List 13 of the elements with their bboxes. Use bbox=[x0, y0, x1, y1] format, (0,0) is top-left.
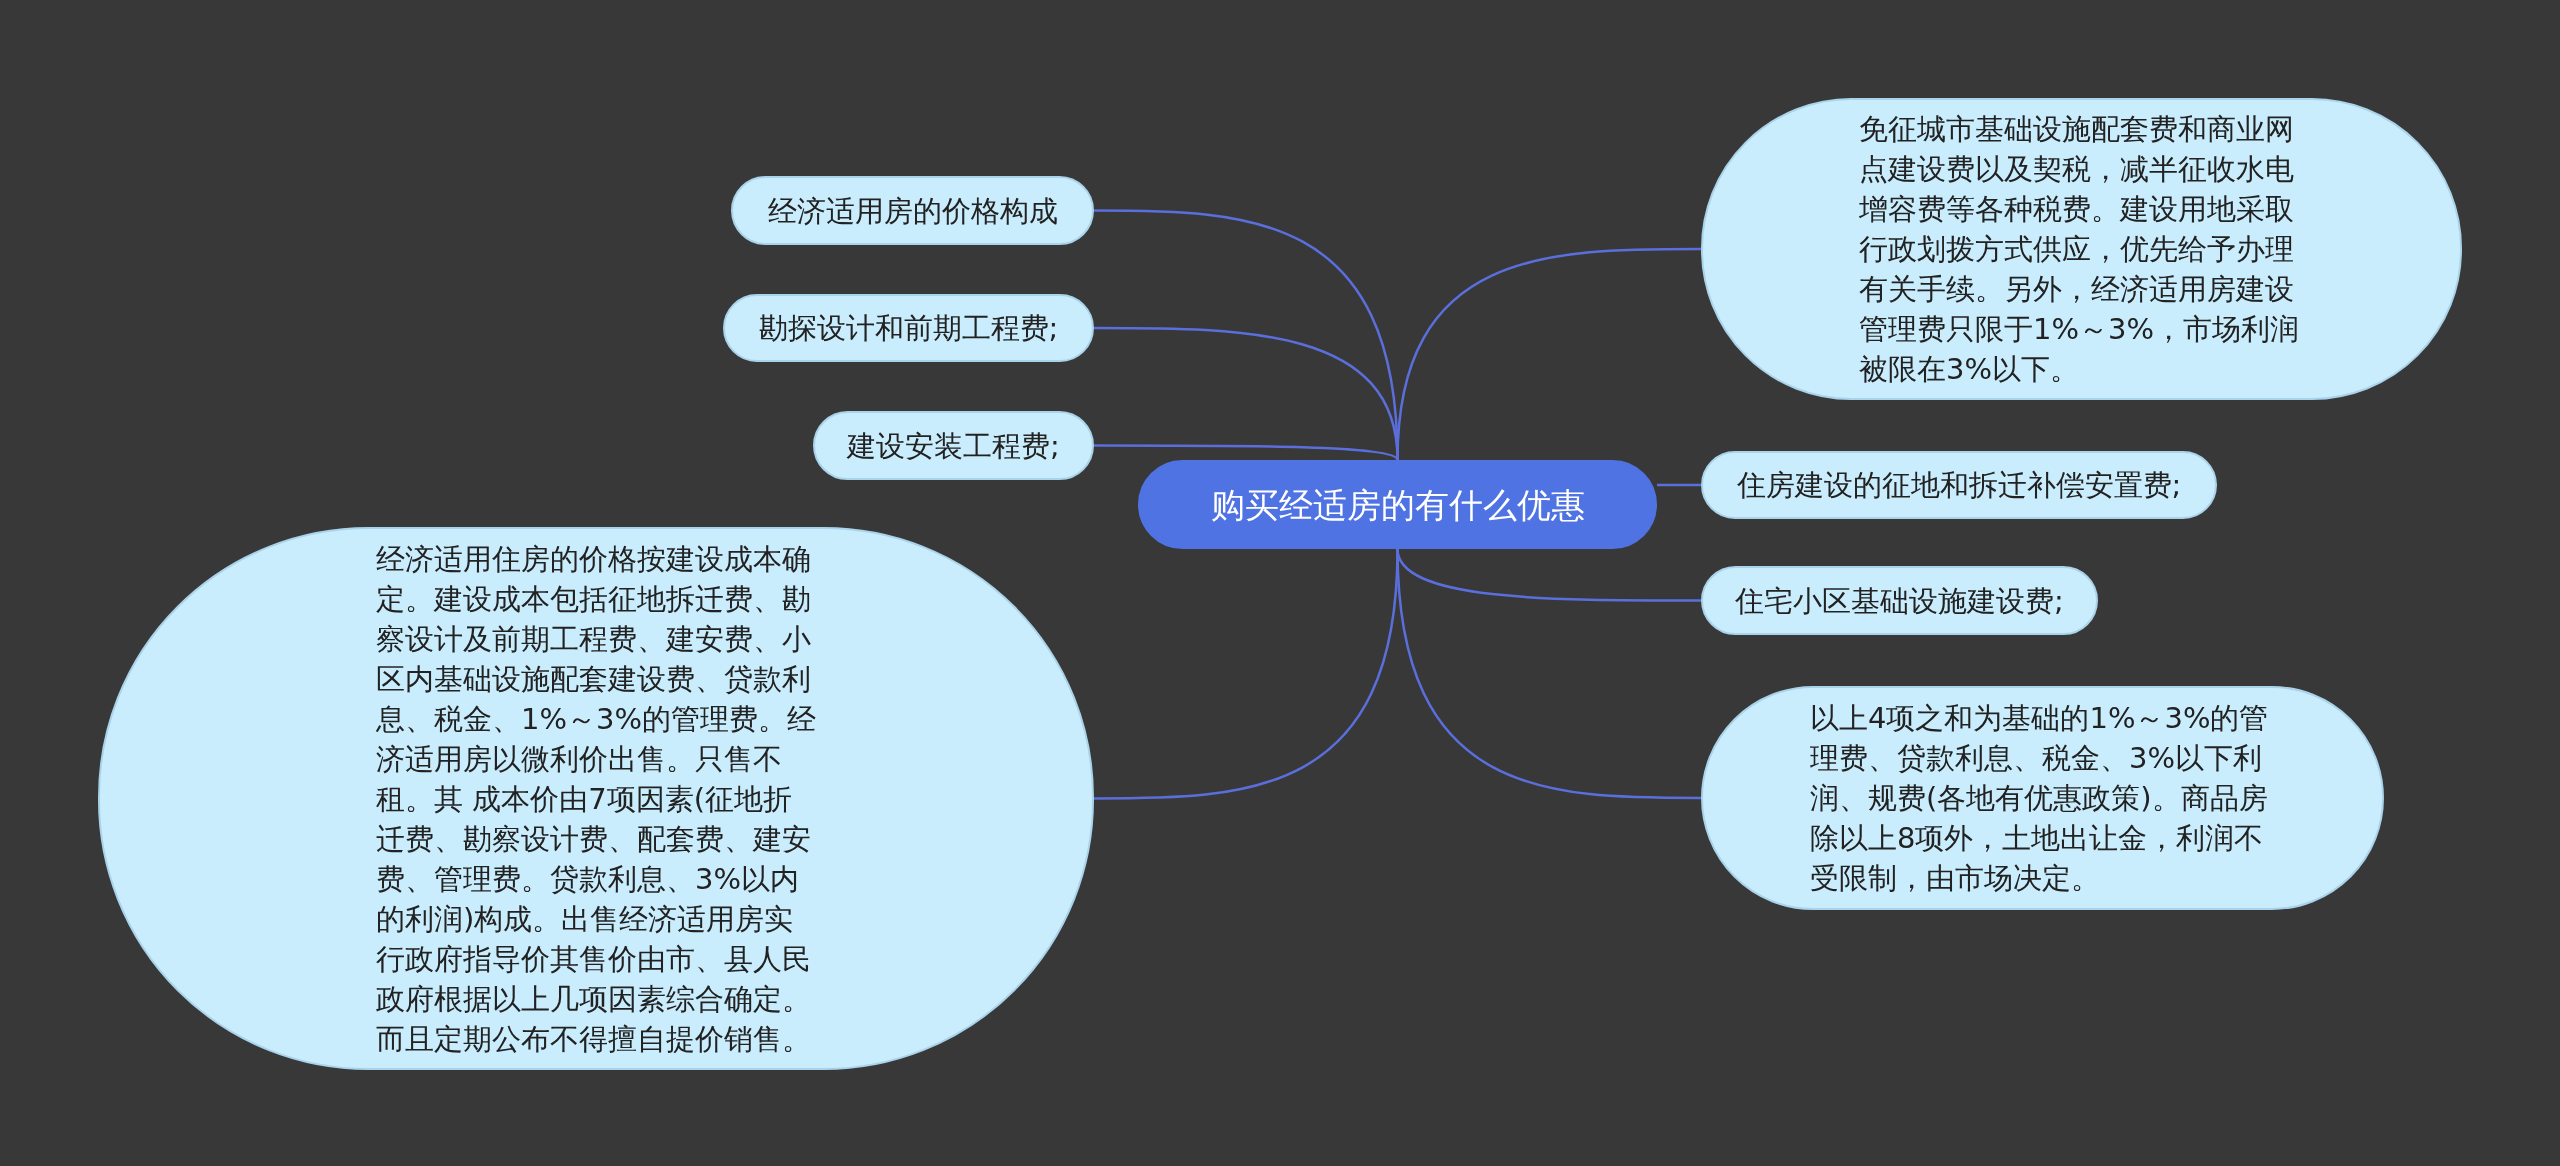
topic-text: 经济适用住房的价格按建设成本确定。建设成本包括征地拆迁费、勘察设计及前期工程费、建安费、小区内基础设施配套建设费、贷款利息、税金、1%～3%的管理费。经济适用房以微利价出售。只售不租。其 成本价由7项因素(征地折迁费、勘察设计费、配套费、建安费、管理费。贷款利息、3%以内的利润)构成。出售经济适用房实行政府指导价其售价由市、县人民政府根据以上几项因素综合确定。而且定期公布不得擅自提价销售。 bbox=[376, 540, 816, 1058]
topic-text: 勘探设计和前期工程费; bbox=[758, 310, 1059, 347]
topic-text: 免征城市基础设施配套费和商业网点建设费以及契税，减半征收水电增容费等各种税费。建设用地采取行政划拨方式供应，优先给予办理有关手续。另外，经济适用房建设管理费只限于1%～3%，市场利润被限在3%以下。 bbox=[1859, 111, 2300, 388]
connector-line bbox=[1657, 483, 1701, 487]
connector-line bbox=[1094, 444, 1399, 461]
topic-text: 建设安装工程费; bbox=[847, 427, 1060, 465]
connector-line bbox=[1396, 247, 1701, 461]
topic-text: 以上4项之和为基础的1%～3%的管理费、贷款利息、税金、3%以下利润、规费(各地有优惠政策)。商品房除以上8项外，土地出让金，利润不受限制，由市场决定。 bbox=[1810, 700, 2270, 897]
topic-text: 住房建设的征地和拆迁补偿安置费; bbox=[1736, 467, 2182, 504]
topic-title: 购买经适房的有什么优惠 bbox=[1210, 484, 1585, 525]
topic-text: 经济适用房的价格构成 bbox=[767, 192, 1058, 230]
connector-line bbox=[1396, 548, 1701, 800]
topic-text: 住宅小区基础设施建设费; bbox=[1735, 582, 2064, 620]
